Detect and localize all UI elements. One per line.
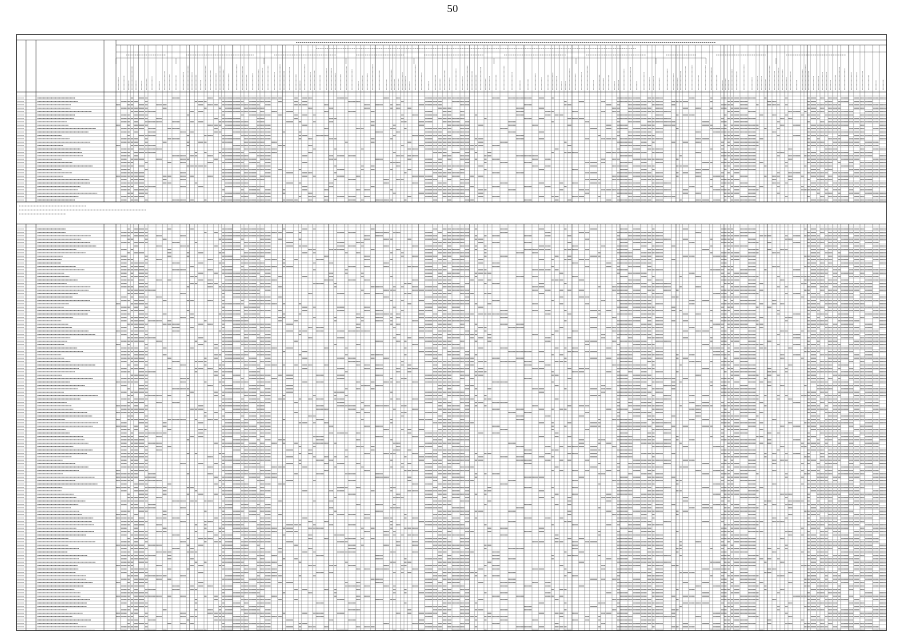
page-number: 50	[447, 3, 458, 15]
scanned-register-sheet	[16, 34, 887, 631]
register-table-grid	[16, 34, 887, 631]
